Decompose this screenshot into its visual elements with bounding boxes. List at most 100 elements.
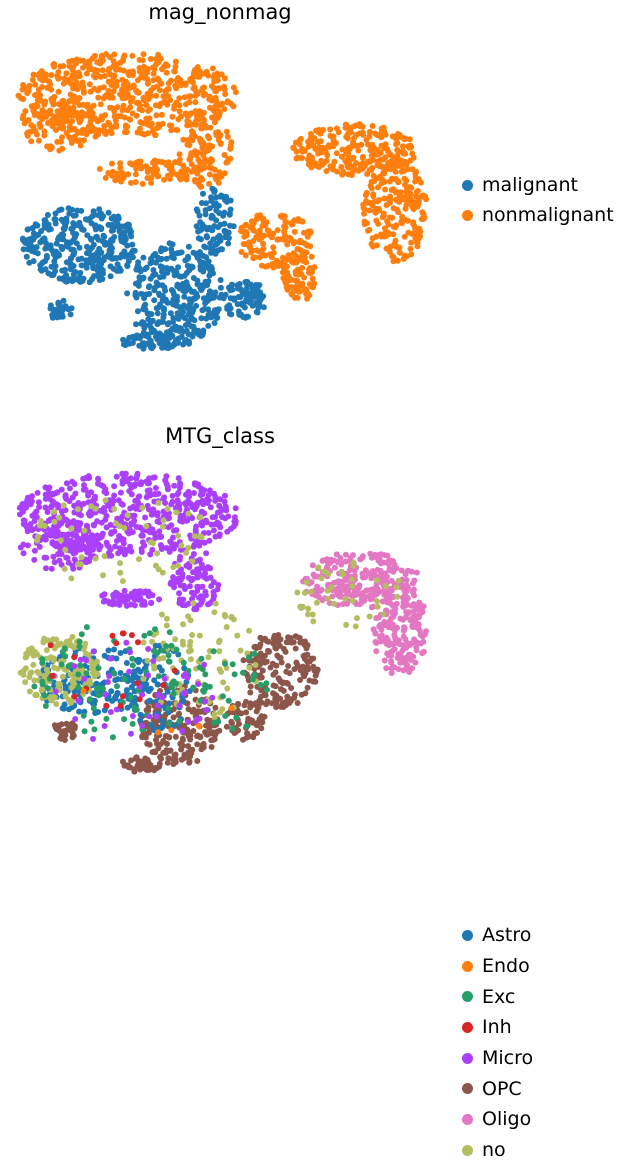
scatter-point bbox=[275, 675, 282, 682]
scatter-point bbox=[282, 279, 289, 286]
scatter-point bbox=[160, 99, 167, 106]
scatter-point bbox=[252, 662, 259, 668]
scatter-point bbox=[201, 305, 208, 312]
scatter-point bbox=[80, 64, 86, 71]
scatter-point bbox=[372, 130, 379, 137]
scatter-point bbox=[227, 155, 234, 162]
scatter-point bbox=[139, 340, 146, 347]
scatter-point bbox=[152, 626, 158, 633]
scatter-point bbox=[47, 226, 54, 233]
scatter-point bbox=[216, 169, 223, 176]
scatter-point bbox=[24, 132, 31, 139]
scatter-point bbox=[195, 327, 202, 334]
scatter-point bbox=[53, 636, 60, 643]
scatter-point bbox=[399, 583, 405, 590]
scatter-point bbox=[224, 133, 231, 140]
scatter-point bbox=[180, 755, 187, 762]
scatter-point bbox=[185, 544, 192, 551]
scatter-point bbox=[255, 248, 262, 255]
scatter-point bbox=[141, 97, 147, 104]
scatter-point bbox=[121, 587, 128, 594]
scatter-point bbox=[139, 57, 146, 64]
scatter-point bbox=[386, 618, 393, 625]
scatter-point bbox=[80, 687, 87, 694]
scatter-point bbox=[215, 137, 222, 143]
scatter-point bbox=[118, 500, 125, 507]
scatter-point bbox=[185, 706, 192, 713]
scatter-point bbox=[394, 593, 401, 600]
scatter-point bbox=[34, 537, 40, 544]
scatter-point bbox=[232, 89, 239, 96]
scatter-point bbox=[123, 602, 130, 609]
scatter-point bbox=[174, 497, 181, 504]
scatter-point bbox=[90, 521, 97, 528]
scatter-point bbox=[158, 717, 165, 724]
scatter-point bbox=[160, 655, 167, 661]
scatter-point bbox=[367, 592, 373, 599]
scatter-point bbox=[373, 648, 380, 655]
legend-item: nonmalignant bbox=[462, 200, 614, 230]
scatter-point bbox=[308, 130, 314, 137]
scatter-point bbox=[71, 693, 78, 700]
scatter-point bbox=[175, 116, 182, 123]
scatter-point bbox=[128, 757, 135, 764]
scatter-point bbox=[383, 202, 390, 208]
scatter-point bbox=[145, 80, 151, 86]
scatter-point bbox=[260, 218, 267, 225]
scatter-point bbox=[106, 673, 113, 680]
scatter-point bbox=[28, 122, 35, 129]
scatter-point bbox=[260, 304, 267, 311]
scatter-point bbox=[37, 266, 44, 273]
scatter-point bbox=[76, 219, 83, 226]
scatter-point bbox=[103, 715, 110, 722]
scatter-point bbox=[125, 93, 132, 100]
scatter-point bbox=[401, 233, 408, 240]
scatter-point bbox=[175, 651, 182, 658]
scatter-point bbox=[67, 260, 74, 267]
scatter-point bbox=[402, 161, 409, 168]
scatter-point bbox=[43, 554, 50, 561]
scatter-point bbox=[117, 160, 124, 167]
scatter-point bbox=[282, 257, 289, 264]
scatter-point bbox=[291, 694, 298, 701]
scatter-point bbox=[129, 52, 136, 59]
scatter-point bbox=[34, 91, 41, 98]
scatter-point bbox=[62, 492, 69, 499]
scatter-point bbox=[101, 723, 108, 729]
scatter-point bbox=[395, 651, 402, 658]
scatter-point bbox=[308, 588, 315, 595]
scatter-point bbox=[145, 284, 152, 291]
scatter-point bbox=[289, 291, 296, 298]
scatter-point bbox=[268, 254, 275, 261]
scatter-point bbox=[105, 119, 112, 126]
scatter-point bbox=[92, 535, 99, 542]
scatter-point bbox=[155, 702, 162, 709]
scatter-point bbox=[223, 624, 230, 630]
scatter-point bbox=[132, 335, 139, 342]
scatter-point bbox=[403, 609, 410, 615]
scatter-point bbox=[80, 83, 87, 90]
scatter-point bbox=[157, 301, 164, 308]
scatter-point bbox=[193, 711, 200, 718]
scatter-point bbox=[172, 63, 179, 70]
scatter-point bbox=[109, 221, 115, 228]
scatter-point bbox=[254, 231, 261, 237]
scatter-point bbox=[225, 240, 232, 247]
scatter-points-1 bbox=[16, 470, 429, 775]
scatter-point bbox=[81, 482, 87, 489]
scatter-point bbox=[394, 147, 401, 153]
scatter-point bbox=[343, 621, 350, 628]
scatter-point bbox=[217, 221, 224, 228]
scatter-point bbox=[68, 699, 74, 706]
scatter-point bbox=[72, 490, 79, 497]
scatter-point bbox=[39, 685, 45, 692]
scatter-point bbox=[136, 125, 143, 132]
scatter-point bbox=[192, 92, 199, 99]
scatter-point bbox=[365, 227, 371, 234]
scatter-point bbox=[39, 77, 46, 84]
scatter-point bbox=[95, 475, 102, 482]
scatter-point bbox=[71, 93, 78, 100]
scatter-point bbox=[211, 72, 218, 78]
scatter-point bbox=[299, 155, 305, 161]
scatter-point bbox=[68, 139, 75, 146]
